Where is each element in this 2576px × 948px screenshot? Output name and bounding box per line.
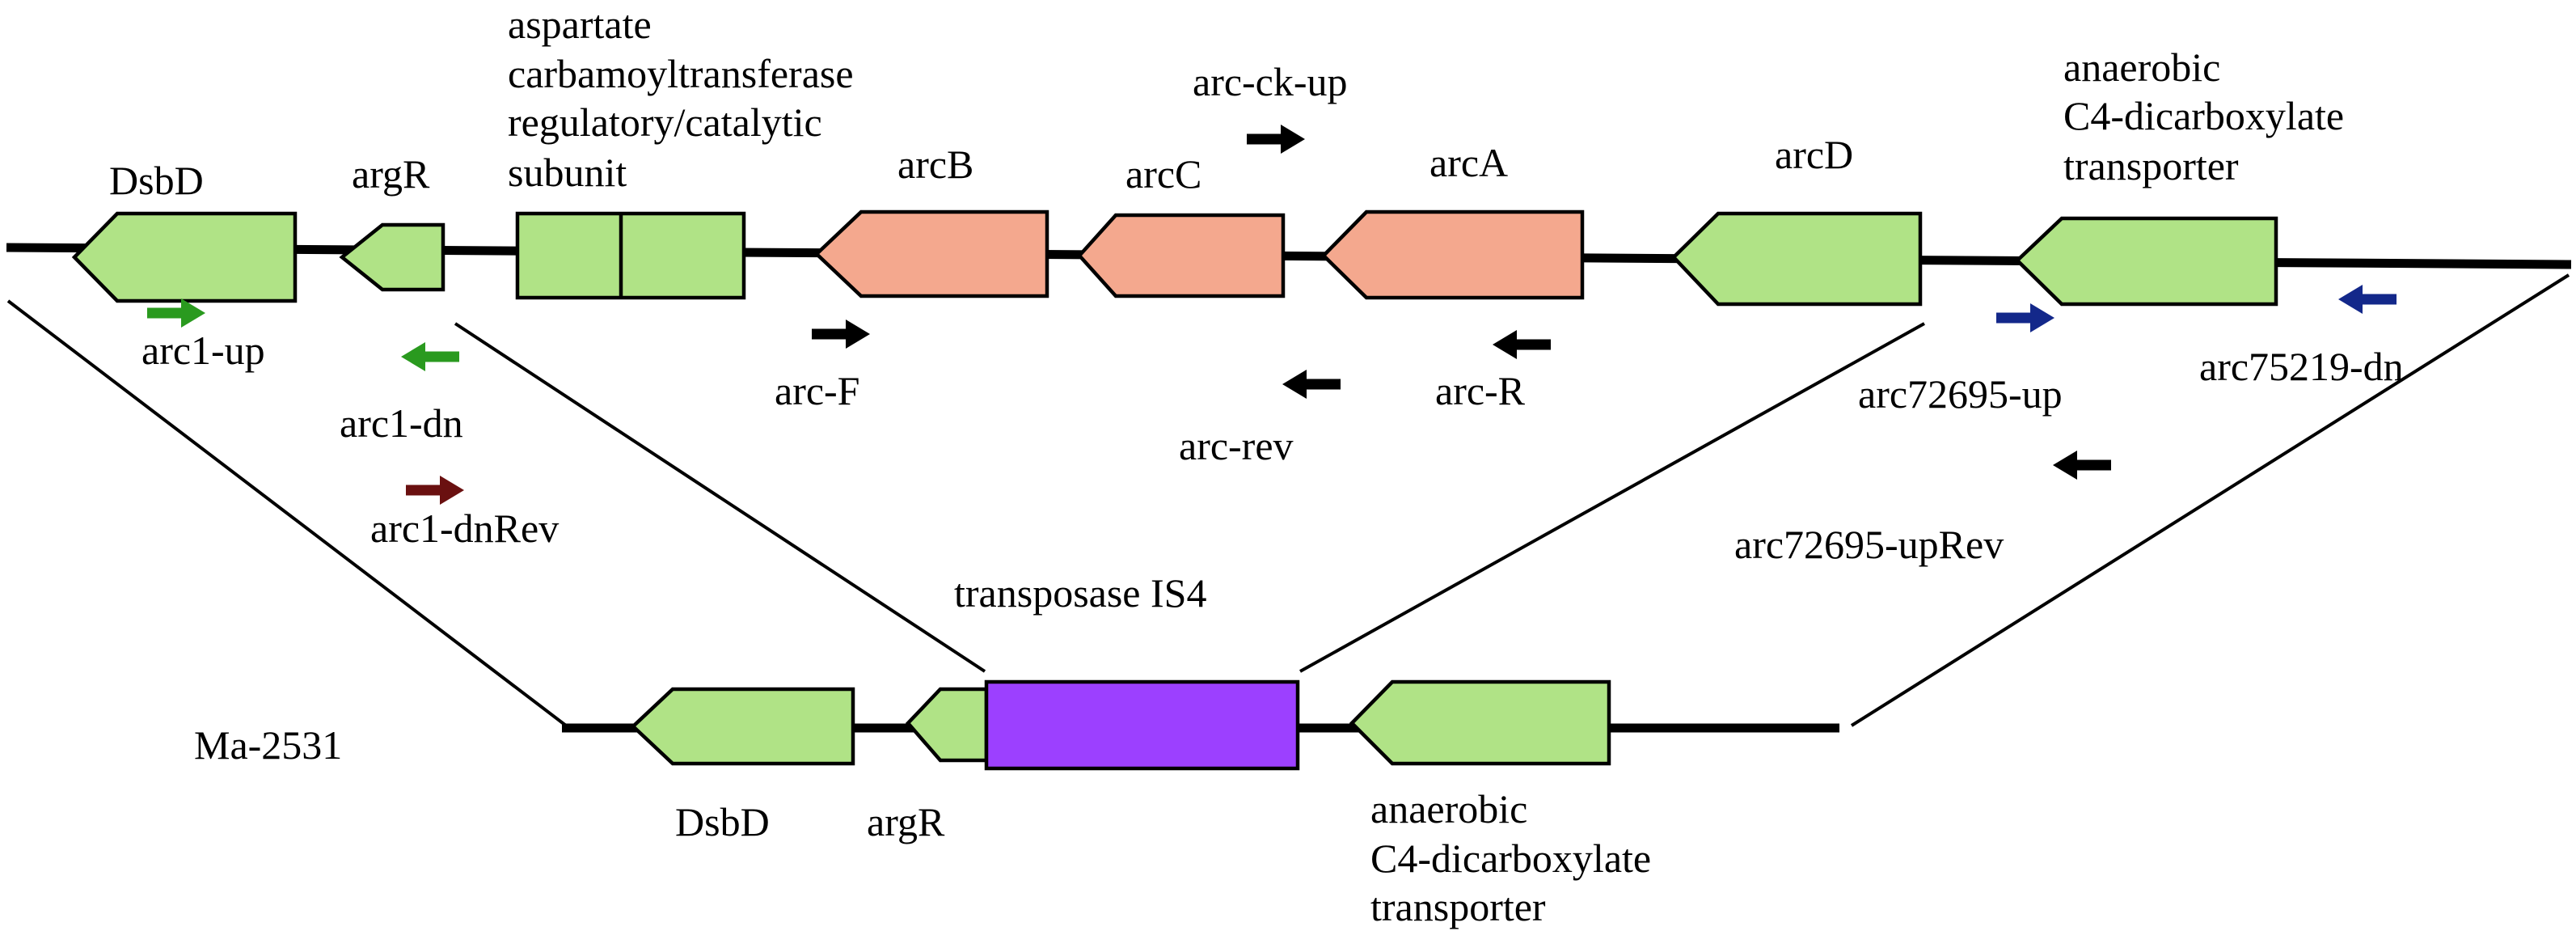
primer-label-arc-rev: arc-rev xyxy=(1179,423,1294,468)
connector-left-inner xyxy=(454,322,986,673)
gene-dsbd xyxy=(71,211,298,303)
gene-aspartate-carbamoyltransferase xyxy=(515,211,746,300)
bottom-gene-anaerobic-c4-transporter xyxy=(1349,679,1611,766)
primer-arrow-arc1-dn xyxy=(401,342,459,371)
label-anaerobic-top: anaerobic C4-dicarboxylate transporter xyxy=(2063,44,2354,188)
primer-label-arc1-up: arc1-up xyxy=(141,328,265,373)
primer-label-arc-f: arc-F xyxy=(775,368,860,413)
label-strain-ma-2531: Ma-2531 xyxy=(194,722,342,768)
label-arca: arcA xyxy=(1429,140,1508,185)
connector-right-outer xyxy=(1850,273,2570,727)
label-anaerobic-top-line-3: transporter xyxy=(2063,143,2239,188)
connector-left-outer xyxy=(6,299,568,727)
label-aspartate-carbamoyltransferase: aspartate carbamoyltransferase regulator… xyxy=(508,2,864,195)
primer-arrow-arc75219-dn xyxy=(2338,285,2397,314)
primer-arrow-arc-rev xyxy=(1282,370,1341,399)
gene-arcd xyxy=(1670,211,1923,307)
label-aspartate-line-1: aspartate xyxy=(508,2,652,47)
label-bottom-argr: argR xyxy=(867,799,945,844)
bottom-gene-argr xyxy=(905,687,989,763)
primer-arrow-arc72695-uprev xyxy=(2053,451,2111,480)
primer-arrows xyxy=(147,125,2397,505)
gene-arcc xyxy=(1076,213,1286,298)
primer-label-arc75219-dn: arc75219-dn xyxy=(2199,344,2404,389)
label-anaerobic-top-line-1: anaerobic xyxy=(2063,44,2220,90)
primer-labels: arc1-up arc1-dn arc1-dnRev arc-F arc-ck-… xyxy=(141,59,2404,567)
gene-arca xyxy=(1320,209,1585,300)
label-anaerobic-bottom-line-3: transporter xyxy=(1370,884,1546,929)
connector-right-inner xyxy=(1299,322,1925,673)
connector-lines xyxy=(6,273,2570,727)
label-anaerobic-bottom: anaerobic C4-dicarboxylate transporter xyxy=(1370,786,1662,929)
top-gene-cluster xyxy=(71,209,2278,307)
label-arcb: arcB xyxy=(897,142,973,187)
primer-arrow-arc-ck-up xyxy=(1247,125,1305,154)
gene-argr xyxy=(339,222,446,292)
bottom-labels: Ma-2531 DsbD argR transposase IS4 anaero… xyxy=(194,570,1662,929)
label-arcd: arcD xyxy=(1775,132,1853,177)
primer-label-arc-r: arc-R xyxy=(1435,368,1526,413)
primer-arrow-arc-f xyxy=(812,320,870,349)
label-dsbd: DsbD xyxy=(109,158,204,203)
primer-label-arc1-dn: arc1-dn xyxy=(340,400,463,446)
label-argr: argR xyxy=(352,151,430,197)
label-anaerobic-bottom-line-1: anaerobic xyxy=(1370,786,1527,832)
label-aspartate-line-4: subunit xyxy=(508,150,627,195)
label-aspartate-line-3: regulatory/catalytic xyxy=(508,99,822,145)
bottom-gene-dsbd xyxy=(630,687,855,766)
top-gene-labels: DsbD argR aspartate carbamoyltransferase… xyxy=(109,2,2354,203)
label-arcc: arcC xyxy=(1125,151,1201,197)
primer-arrow-arc1-dnrev xyxy=(406,476,464,505)
primer-label-arc1-dnrev: arc1-dnRev xyxy=(370,506,559,551)
primer-label-arc72695-up: arc72695-up xyxy=(1858,371,2063,417)
label-anaerobic-bottom-line-2: C4-dicarboxylate xyxy=(1370,836,1651,881)
gene-anaerobic-c4-transporter xyxy=(2014,216,2278,307)
label-bottom-dsbd: DsbD xyxy=(675,799,770,844)
bottom-gene-transposase-is4 xyxy=(984,679,1300,771)
label-aspartate-line-2: carbamoyltransferase xyxy=(508,51,854,96)
primer-arrow-arc-r xyxy=(1493,330,1551,359)
primer-label-arc72695-uprev: arc72695-upRev xyxy=(1734,522,2004,567)
bottom-gene-cluster xyxy=(630,679,1611,771)
primer-arrow-arc1-up xyxy=(147,298,205,328)
primer-arrow-arc72695-up xyxy=(1996,303,2054,332)
primer-label-arc-ck-up: arc-ck-up xyxy=(1193,59,1348,104)
label-transposase-is4: transposase IS4 xyxy=(954,570,1206,616)
label-anaerobic-top-line-2: C4-dicarboxylate xyxy=(2063,93,2344,138)
gene-arcb xyxy=(813,209,1049,298)
